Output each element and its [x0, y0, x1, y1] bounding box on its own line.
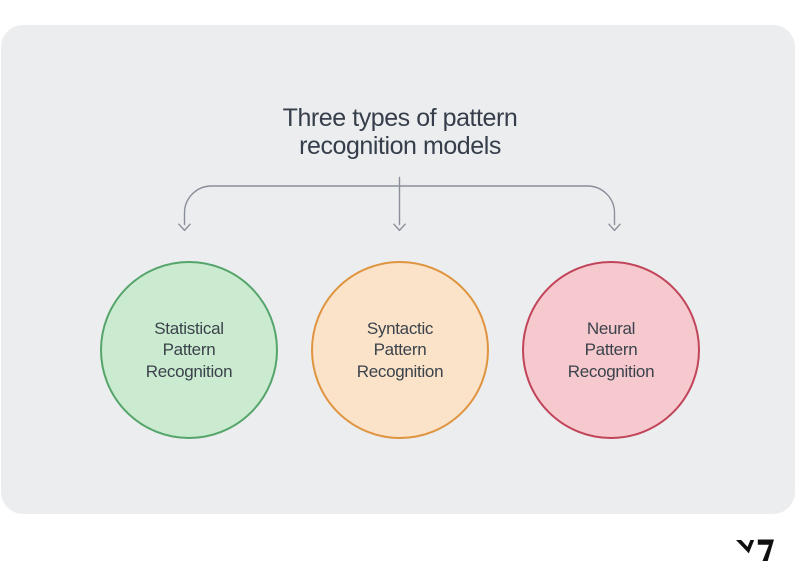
node-neural-pattern-recognition: Neural Pattern Recognition [522, 261, 700, 439]
v7-logo [736, 539, 774, 561]
diagram-title: Three types of pattern recognition model… [0, 104, 800, 160]
v7-logo-letter-v [736, 540, 755, 554]
node-syntactic-pattern-recognition: Syntactic Pattern Recognition [311, 261, 489, 439]
node-neural-label: Neural Pattern Recognition [524, 318, 698, 382]
node-neural-label-line1: Neural [586, 319, 636, 338]
diagram-title-line2: recognition models [299, 132, 501, 160]
v7-logo-digit-7 [757, 539, 774, 561]
node-statistical-label-line2: Pattern [162, 340, 216, 360]
node-neural-label-line2: Pattern [584, 340, 638, 360]
node-statistical-pattern-recognition: Statistical Pattern Recognition [100, 261, 278, 439]
node-syntactic-label-line1: Syntactic [366, 319, 434, 338]
node-statistical-label: Statistical Pattern Recognition [102, 318, 276, 382]
node-statistical-label-line1: Statistical [154, 319, 224, 338]
diagram-title-line1: Three types of pattern [282, 104, 518, 132]
node-syntactic-label-line2: Pattern [373, 340, 427, 360]
node-syntactic-label: Syntactic Pattern Recognition [313, 318, 487, 382]
node-statistical-label-line3: Recognition [145, 361, 233, 381]
node-neural-label-line3: Recognition [567, 361, 655, 381]
node-syntactic-label-line3: Recognition [356, 361, 444, 381]
